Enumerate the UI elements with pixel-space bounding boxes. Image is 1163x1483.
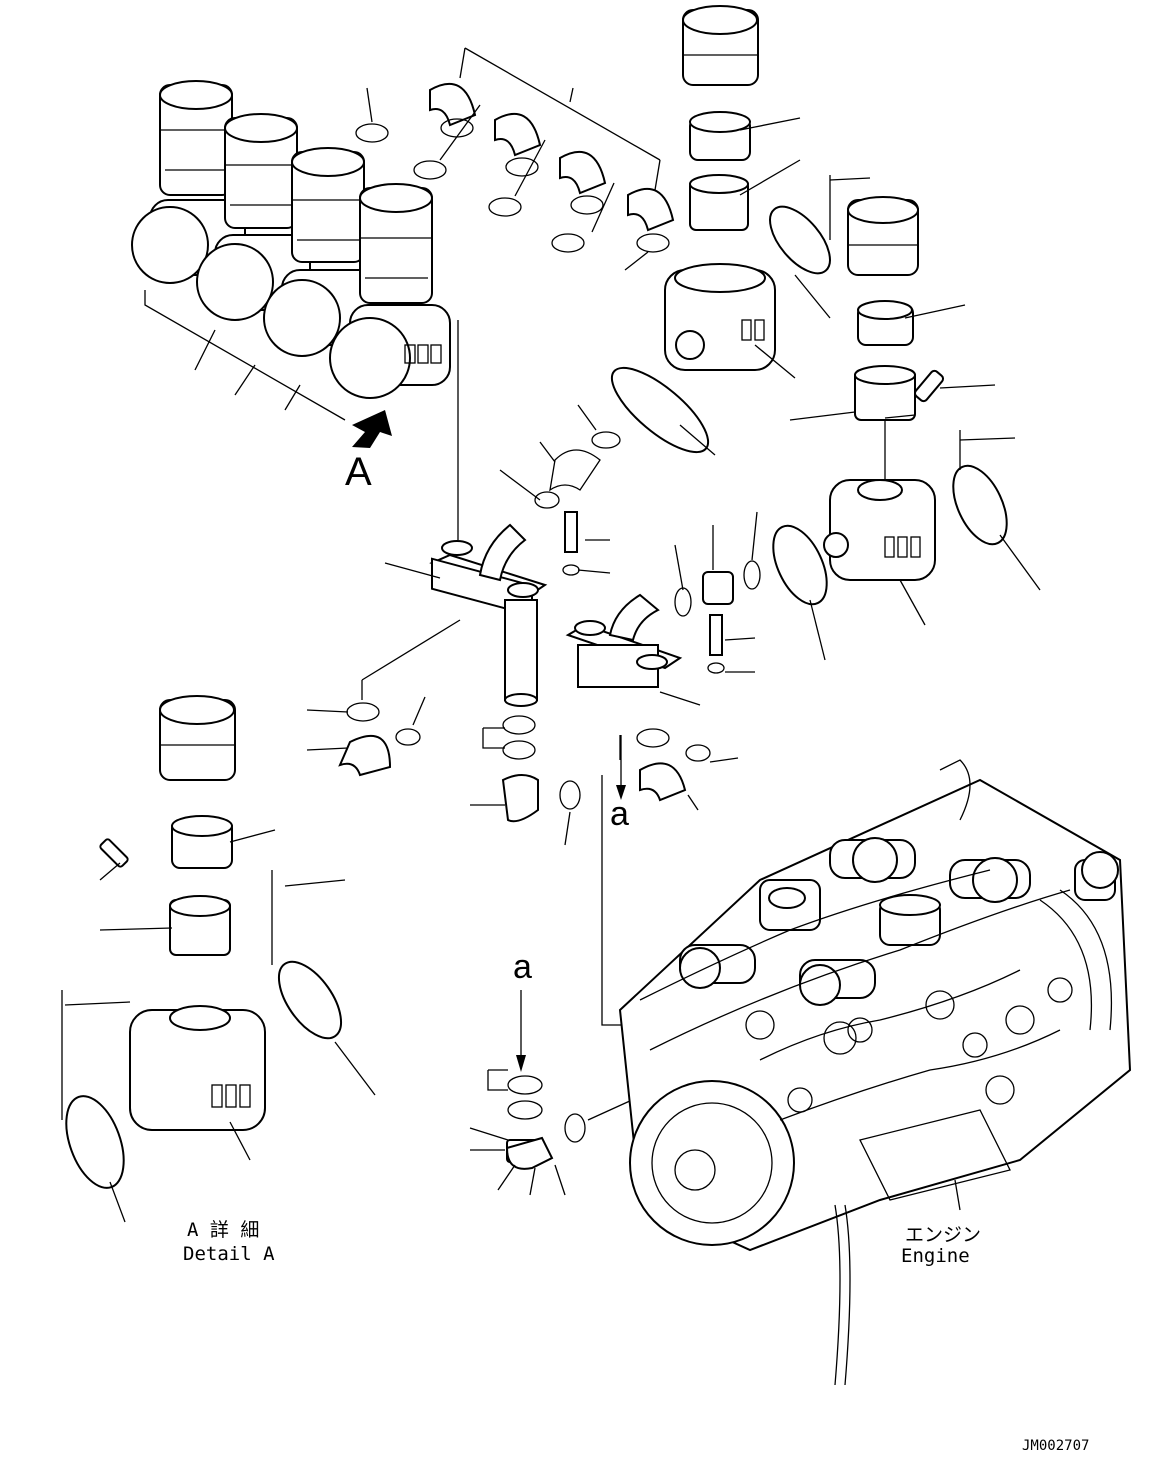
manifold-right (565, 511, 761, 706)
hose-set-lower (469, 990, 633, 1196)
air-cleaner-4 (329, 183, 451, 399)
engine-title-en: Engine (901, 1245, 970, 1267)
view-marker-label: A (345, 450, 372, 494)
view-arrow-icon (352, 410, 392, 448)
air-cleaner-bank (131, 80, 451, 421)
air-cleaner-right-stack (610, 5, 871, 456)
air-cleaner-1 (131, 80, 246, 284)
drawing-id: JM002707 (1022, 1438, 1090, 1454)
detail-title-jp: A 詳 細 (187, 1219, 260, 1241)
manifold-left (361, 320, 621, 707)
hose-set-center (306, 696, 739, 1026)
detail-title-en: Detail A (183, 1243, 275, 1265)
air-cleaner-far-right (772, 196, 1041, 661)
connector-a-label-bottom: a (513, 948, 532, 986)
engine-illustration (618, 759, 1132, 1386)
air-cleaner-2 (196, 113, 311, 321)
detail-a-assembly (61, 695, 376, 1223)
connector-a-label-top: a (610, 795, 629, 833)
elbow-group-top (355, 47, 675, 271)
engine-title-jp: エンジン (905, 1224, 982, 1246)
